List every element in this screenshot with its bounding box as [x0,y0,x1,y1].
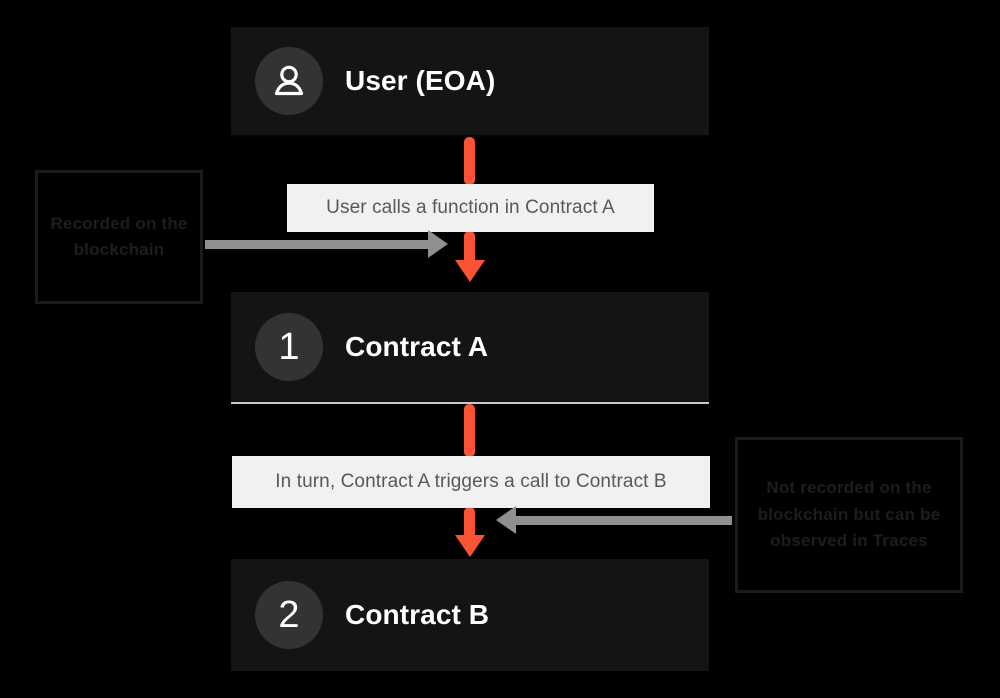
annotation-not-recorded-traces: Not recorded on the blockchain but can b… [735,437,963,593]
annotation-arrow-left-line [205,240,429,249]
connector-contract-a-to-b-upper [464,404,475,457]
step-number-badge-1: 1 [255,313,323,381]
step-number-badge-2: 2 [255,581,323,649]
step-number-1: 1 [278,326,300,368]
step-number-2: 2 [278,594,300,636]
arrowhead-down-to-contract-b [455,535,485,557]
node-contract-b-label: Contract B [345,599,490,630]
edge-label-contract-a-triggers-contract-b: In turn, Contract A triggers a call to C… [232,456,710,508]
node-contract-a[interactable]: 1 Contract A [231,292,709,404]
annotation-arrowhead-right [428,230,448,258]
edge-label-user-calls-contract-a: User calls a function in Contract A [287,184,654,232]
arrowhead-down-to-contract-a [455,260,485,282]
node-user-label: User (EOA) [345,65,496,96]
annotation-right-text: Not recorded on the blockchain but can b… [757,478,941,551]
connector-user-to-contract-a-upper [464,137,475,185]
annotation-recorded-on-blockchain: Recorded on the blockchain [35,170,203,304]
annotation-arrow-right-line [516,516,732,525]
node-contract-b[interactable]: 2 Contract B [231,559,709,671]
annotation-arrowhead-left [496,506,516,534]
connector-contract-a-to-b-lower [464,507,475,539]
person-icon [274,65,304,96]
annotation-left-text: Recorded on the blockchain [50,213,188,259]
node-user[interactable]: User (EOA) [231,27,709,137]
person-icon-badge [255,47,323,115]
connector-user-to-contract-a-lower [464,231,475,264]
node-contract-a-label: Contract A [345,331,489,362]
